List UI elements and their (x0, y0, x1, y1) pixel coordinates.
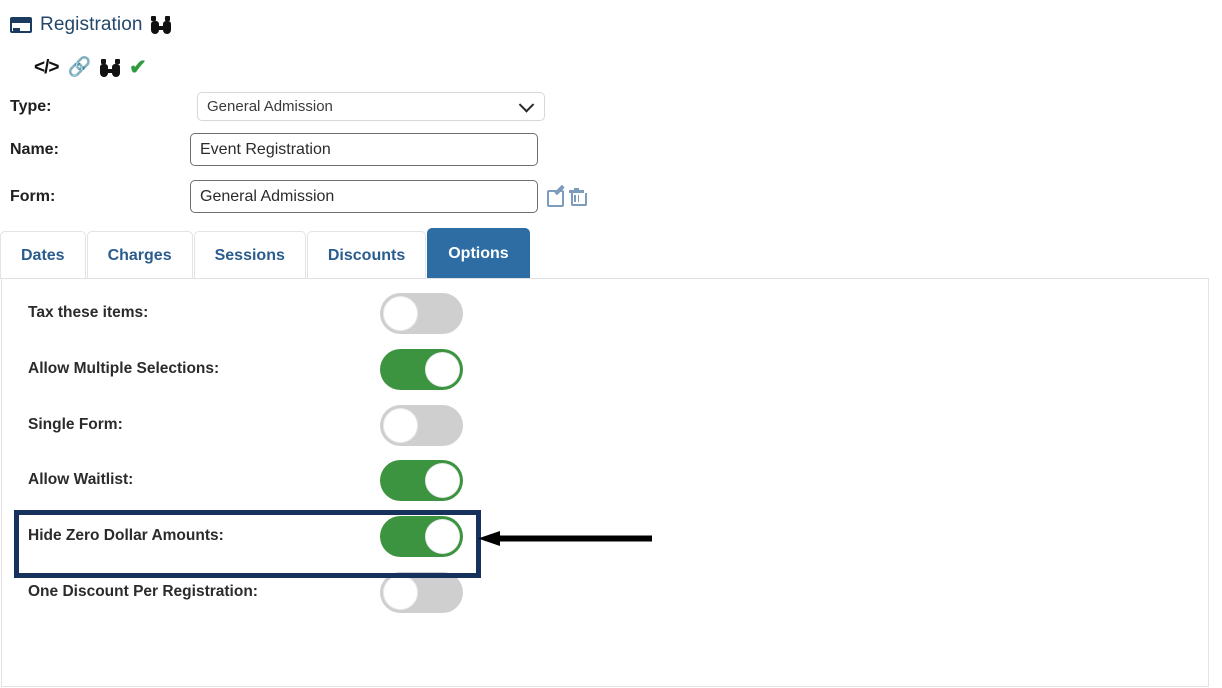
option-label: Single Form: (28, 416, 123, 433)
check-icon[interactable]: ✔ (129, 56, 147, 79)
binoculars-icon[interactable] (150, 16, 171, 34)
tab-charges[interactable]: Charges (86, 231, 193, 279)
toggle-single-form[interactable] (380, 404, 463, 446)
code-icon[interactable]: </> (34, 57, 60, 78)
tab-discounts[interactable]: Discounts (306, 231, 427, 279)
type-select-value: General Admission (207, 98, 333, 115)
record-toolbar: </> 🔗 ✔ (34, 57, 147, 78)
form-label: Form: (10, 187, 56, 205)
edit-icon[interactable] (547, 184, 565, 207)
toggle-tax-these-items[interactable] (380, 292, 463, 334)
option-label: Allow Multiple Selections: (28, 360, 220, 377)
field-row-type: Type: General Admission (10, 92, 545, 121)
toggle-hide-zero-dollar-amounts[interactable] (380, 515, 463, 557)
option-row-allow-multiple-selections: Allow Multiple Selections: (2, 345, 463, 393)
tab-bar: Dates Charges Sessions Discounts Options (0, 228, 531, 279)
type-label: Type: (10, 97, 52, 115)
link-icon[interactable]: 🔗 (67, 57, 92, 78)
toggle-one-discount-per-registration[interactable] (380, 571, 463, 613)
option-label: Allow Waitlist: (28, 471, 134, 488)
option-row-tax-these-items: Tax these items: (2, 289, 463, 337)
credit-card-icon (10, 17, 32, 33)
form-actions (547, 184, 587, 207)
option-row-allow-waitlist: Allow Waitlist: (2, 456, 463, 504)
tab-sessions[interactable]: Sessions (193, 231, 306, 279)
option-row-hide-zero-dollar-amounts: Hide Zero Dollar Amounts: (2, 512, 463, 560)
binoculars-icon[interactable] (100, 58, 121, 77)
tab-options[interactable]: Options (427, 228, 530, 279)
page-header: Registration (10, 14, 171, 36)
delete-icon[interactable] (569, 188, 587, 206)
page-title: Registration (40, 14, 143, 35)
toggle-allow-multiple-selections[interactable] (380, 348, 463, 390)
chevron-down-icon (518, 96, 535, 113)
tab-dates[interactable]: Dates (0, 231, 86, 279)
type-select[interactable]: General Admission (197, 92, 545, 121)
options-panel: Tax these items: Allow Multiple Selectio… (1, 278, 1209, 687)
name-input-value: Event Registration (200, 140, 331, 158)
option-label: One Discount Per Registration: (28, 583, 258, 600)
toggle-allow-waitlist[interactable] (380, 459, 463, 501)
form-input[interactable]: General Admission (190, 180, 538, 213)
option-label: Hide Zero Dollar Amounts: (28, 527, 224, 544)
name-input[interactable]: Event Registration (190, 133, 538, 166)
option-row-one-discount-per-registration: One Discount Per Registration: (2, 568, 463, 616)
field-row-form: Form: General Admission (10, 180, 587, 213)
form-input-value: General Admission (200, 187, 335, 205)
name-label: Name: (10, 140, 59, 158)
field-row-name: Name: Event Registration (10, 133, 538, 166)
option-label: Tax these items: (28, 304, 149, 321)
option-row-single-form: Single Form: (2, 401, 463, 449)
